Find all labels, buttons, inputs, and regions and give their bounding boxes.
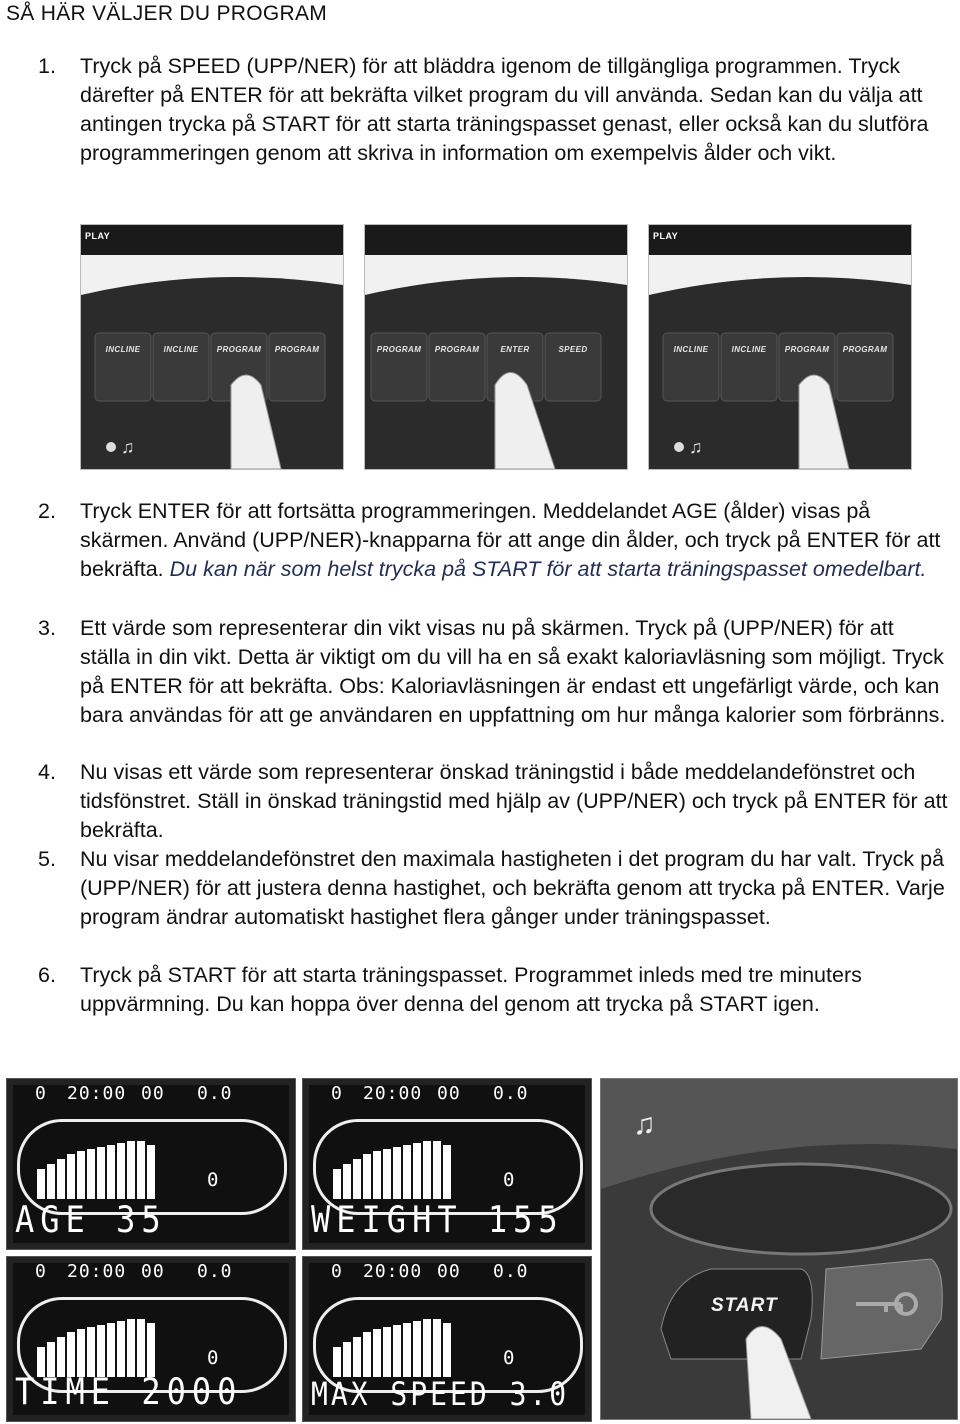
program-bar-graph	[333, 1141, 451, 1199]
lcd-side-digit: 0	[207, 1169, 219, 1191]
step-number: 5.	[38, 847, 56, 871]
step-1: 1. Tryck på SPEED (UPP/NER) för att bläd…	[0, 52, 948, 202]
step-number: 1.	[38, 54, 56, 78]
program-bar-graph	[37, 1319, 155, 1377]
step-text-emphasis: Du kan när som helst trycka på START för…	[169, 557, 927, 581]
step-text: Tryck på START för att starta träningspa…	[80, 963, 862, 1016]
step-text-main: Tryck ENTER för att fortsätta programmer…	[80, 499, 941, 581]
program-bar-graph	[37, 1141, 155, 1199]
program-bar-graph	[333, 1319, 451, 1377]
lcd-max-speed-display: 0 20:00 00 0.0 0 MAX SPEED 3.0	[302, 1256, 592, 1422]
button-label: ENTER	[500, 345, 530, 354]
play-label: PLAY	[653, 231, 679, 241]
button-label: SPEED	[558, 345, 588, 354]
lcd-side-digit: 0	[503, 1169, 515, 1191]
start-button[interactable]: START	[711, 1295, 778, 1316]
photo-incline-program-buttons: ♫ PLAY INCLINE INCLINE PROGRAM PROGRAM	[80, 224, 344, 470]
button-label: INCLINE	[163, 345, 199, 354]
step-number: 6.	[38, 963, 56, 987]
button-label: INCLINE	[731, 345, 767, 354]
button-label: INCLINE	[105, 345, 141, 354]
photo-start-button: ♫ START	[600, 1078, 958, 1420]
step-6: 6. Tryck på START för att starta träning…	[0, 961, 948, 1051]
step-text: Nu visas ett värde som representerar öns…	[80, 760, 948, 842]
console-photo: ♫	[81, 225, 343, 469]
lcd-side-digit: 0	[503, 1347, 515, 1369]
button-label: PROGRAM	[842, 345, 888, 354]
lcd-weight-display: 0 20:00 00 0.0 0 WEIGHT 155	[302, 1078, 592, 1250]
photo-program-buttons: ♫ PLAY INCLINE INCLINE PROGRAM PROGRAM	[648, 224, 912, 470]
console-photo	[365, 225, 627, 469]
lcd-message: MAX SPEED 3.0	[311, 1375, 570, 1413]
play-label: PLAY	[85, 231, 111, 241]
step-number: 2.	[38, 499, 56, 523]
svg-text:♫: ♫	[121, 437, 135, 457]
step-4: 4. Nu visas ett värde som representerar …	[0, 758, 948, 848]
step-3: 3. Ett värde som representerar din vikt …	[0, 614, 948, 760]
step-number: 4.	[38, 760, 56, 784]
svg-text:♫: ♫	[633, 1108, 656, 1141]
lcd-time-display: 0 20:00 00 0.0 0 TIME 2000	[6, 1256, 296, 1422]
svg-text:♫: ♫	[689, 437, 703, 457]
button-label: PROGRAM	[274, 345, 320, 354]
button-label: PROGRAM	[376, 345, 422, 354]
button-label: PROGRAM	[434, 345, 480, 354]
console-photo: ♫	[601, 1079, 957, 1419]
console-photo: ♫	[649, 225, 911, 469]
photo-enter-button: PROGRAM PROGRAM ENTER SPEED	[364, 224, 628, 470]
page-heading: SÅ HÄR VÄLJER DU PROGRAM	[6, 2, 328, 25]
button-label: PROGRAM	[216, 345, 262, 354]
step-number: 3.	[38, 616, 56, 640]
lcd-message: AGE 35	[15, 1197, 167, 1241]
lcd-message: WEIGHT 155	[311, 1197, 564, 1241]
lcd-side-digit: 0	[207, 1347, 219, 1369]
step-text: Tryck på SPEED (UPP/NER) för att bläddra…	[80, 54, 929, 165]
step-5: 5. Nu visar meddelandefönstret den maxim…	[0, 845, 948, 963]
button-label: INCLINE	[673, 345, 709, 354]
step-2: 2. Tryck ENTER för att fortsätta program…	[0, 497, 948, 615]
button-label: PROGRAM	[784, 345, 830, 354]
step-text: Ett värde som representerar din vikt vis…	[80, 616, 946, 727]
lcd-message: TIME 2000	[15, 1369, 243, 1413]
step-text: Nu visar meddelandefönstret den maximala…	[80, 847, 945, 929]
lcd-age-display: 0 20:00 00 0.0 0 AGE 35	[6, 1078, 296, 1250]
step-text: Tryck ENTER för att fortsätta programmer…	[80, 497, 948, 584]
